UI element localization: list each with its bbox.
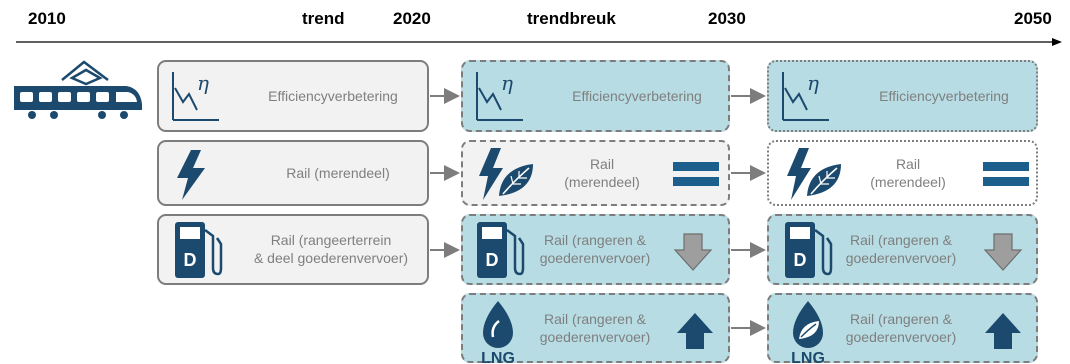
year-2050: 2050: [1014, 9, 1052, 28]
arrow-up-icon: [985, 313, 1021, 349]
efficiency-chart-icon: η: [782, 71, 829, 121]
efficiency-chart-icon: η: [172, 71, 219, 121]
eta-symbol: η: [197, 71, 209, 95]
green-electricity-icon: [479, 148, 533, 200]
lng-text-2020-line1: Rail (rangeren &: [544, 311, 646, 327]
box-diesel-2030: D Rail (rangeren & goederenvervoer): [767, 214, 1038, 285]
arrow-up-icon: [677, 313, 713, 349]
year-2010: 2010: [28, 9, 66, 28]
fuel-pump-icon: D: [477, 222, 525, 278]
lng-text-2030-line2: goederenvervoer): [845, 329, 957, 345]
diesel-text-2020-line2: goederenvervoer): [539, 250, 651, 266]
box-diesel-2010: D Rail (rangeerterrein & deel goederenve…: [157, 214, 429, 285]
fuel-pump-icon: D: [785, 222, 833, 278]
rail-text-2030-line1: Rail: [895, 156, 921, 172]
efficiency-text-2030: Efficiencyverbetering: [879, 88, 1009, 104]
lng-text-2030-line1: Rail (rangeren &: [850, 311, 952, 327]
diesel-text-2010-line2: & deel goederenvervoer): [253, 250, 409, 266]
rail-text-2020-line1: Rail: [589, 156, 615, 172]
box-rail-2020: Rail (merendeel): [461, 140, 730, 206]
year-2030: 2030: [708, 9, 746, 28]
label-trendbreuk: trendbreuk: [527, 9, 616, 28]
rail-text-2020-line2: (merendeel): [564, 174, 640, 190]
green-electricity-icon: [787, 148, 841, 200]
train-icon: [14, 60, 142, 119]
diesel-text-2010-line1: Rail (rangeerterrein: [270, 232, 392, 248]
year-2020: 2020: [393, 9, 431, 28]
fuel-pump-icon: D: [175, 222, 223, 278]
lng-drop-icon: LNG: [481, 301, 515, 363]
timeline-axis: [16, 38, 1062, 46]
box-diesel-2020: D Rail (rangeren & goederenvervoer): [461, 214, 730, 285]
box-lng-2030: LNG Rail (rangeren & goederenvervoer): [767, 293, 1038, 363]
lng-label: LNG: [481, 350, 515, 363]
box-rail-2030: Rail (merendeel): [767, 140, 1038, 206]
diesel-text-2030-line1: Rail (rangeren &: [850, 232, 952, 248]
eta-symbol: η: [807, 71, 819, 95]
efficiency-text-2010: Efficiencyverbetering: [268, 88, 398, 104]
efficiency-text-2020: Efficiencyverbetering: [572, 88, 702, 104]
pump-letter: D: [486, 250, 499, 270]
box-lng-2020: LNG Rail (rangeren & goederenvervoer): [461, 293, 730, 363]
diesel-text-2020-line1: Rail (rangeren &: [544, 232, 646, 248]
pump-letter: D: [184, 250, 197, 270]
rail-text-2030-line2: (merendeel): [870, 174, 946, 190]
equal-sign-icon: [673, 162, 719, 186]
efficiency-chart-icon: η: [476, 71, 523, 121]
lng-text-2020-line2: goederenvervoer): [539, 329, 651, 345]
box-efficiency-2030: η Efficiencyverbetering: [767, 60, 1038, 132]
rail-text-2010: Rail (merendeel): [286, 165, 390, 181]
pump-letter: D: [794, 250, 807, 270]
bio-lng-drop-icon: LNG: [791, 301, 825, 363]
box-efficiency-2010: η Efficiencyverbetering: [157, 60, 429, 132]
box-efficiency-2020: η Efficiencyverbetering: [461, 60, 730, 132]
lng-label: LNG: [791, 350, 825, 363]
lightning-icon: [177, 150, 205, 200]
diesel-text-2030-line2: goederenvervoer): [845, 250, 957, 266]
arrow-down-icon: [983, 233, 1023, 271]
arrow-down-icon: [673, 233, 713, 271]
eta-symbol: η: [501, 71, 513, 95]
box-rail-2010: Rail (merendeel): [157, 140, 429, 206]
equal-sign-icon: [983, 162, 1029, 186]
label-trend: trend: [302, 9, 345, 28]
